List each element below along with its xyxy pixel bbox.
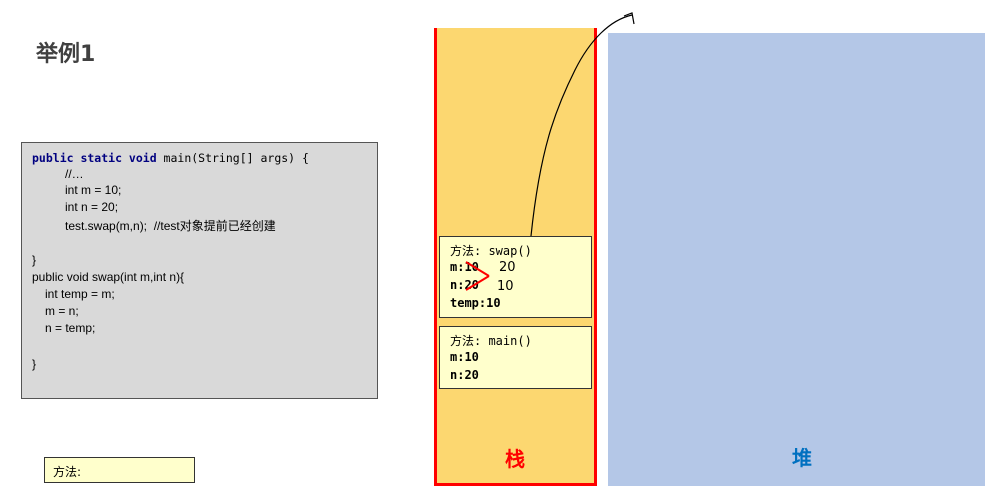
slide-title: 举例1	[36, 42, 96, 67]
code-line-swap-call: test.swap(m,n); //test对象提前已经创建	[65, 219, 276, 233]
swap-frame-method: 方法: swap()	[450, 244, 532, 258]
method-label-box: 方法:	[44, 457, 195, 483]
swap-frame-n: n:20	[450, 278, 479, 292]
code-line-main-signature: public static void main(String[] args) {	[32, 151, 309, 165]
code-line-m-assign: m = n;	[45, 304, 79, 318]
main-frame-method: 方法: main()	[450, 334, 532, 348]
swap-n-prefix: n:	[450, 278, 465, 292]
arrow-head-icon	[623, 12, 635, 25]
strike-n-old	[465, 275, 490, 291]
strike-m-old	[465, 261, 490, 277]
code-main-rest: main(String[] args) {	[156, 151, 309, 165]
swap-n-new-value: 10	[497, 279, 514, 294]
code-line-temp: int temp = m;	[45, 287, 115, 301]
code-line-n-assign: n = temp;	[45, 321, 96, 335]
main-frame-m: m:10	[450, 350, 479, 364]
heap-area	[608, 33, 985, 486]
swap-frame-temp: temp:10	[450, 296, 501, 310]
code-line-swap-signature: public void swap(int m,int n){	[32, 270, 185, 284]
heap-label: 堆	[792, 446, 812, 470]
swap-m-prefix: m:	[450, 260, 465, 274]
main-frame-n: n:20	[450, 368, 479, 382]
code-block: public static void main(String[] args) {…	[21, 142, 378, 399]
code-line-int-m: int m = 10;	[65, 183, 122, 197]
hand-drawn-arrow	[530, 14, 633, 237]
code-line-close-swap: }	[32, 357, 37, 371]
stack-label: 栈	[505, 447, 525, 471]
code-line-int-n: int n = 20;	[65, 200, 119, 214]
code-keywords: public static void	[32, 151, 157, 165]
main-frame: 方法: main() m:10 n:20	[439, 326, 592, 389]
swap-frame: 方法: swap() m:10 n:20 temp:10	[439, 236, 592, 318]
swap-m-new-value: 20	[499, 260, 516, 275]
code-line-comment: //…	[65, 167, 84, 181]
code-line-close-main: }	[32, 253, 37, 267]
